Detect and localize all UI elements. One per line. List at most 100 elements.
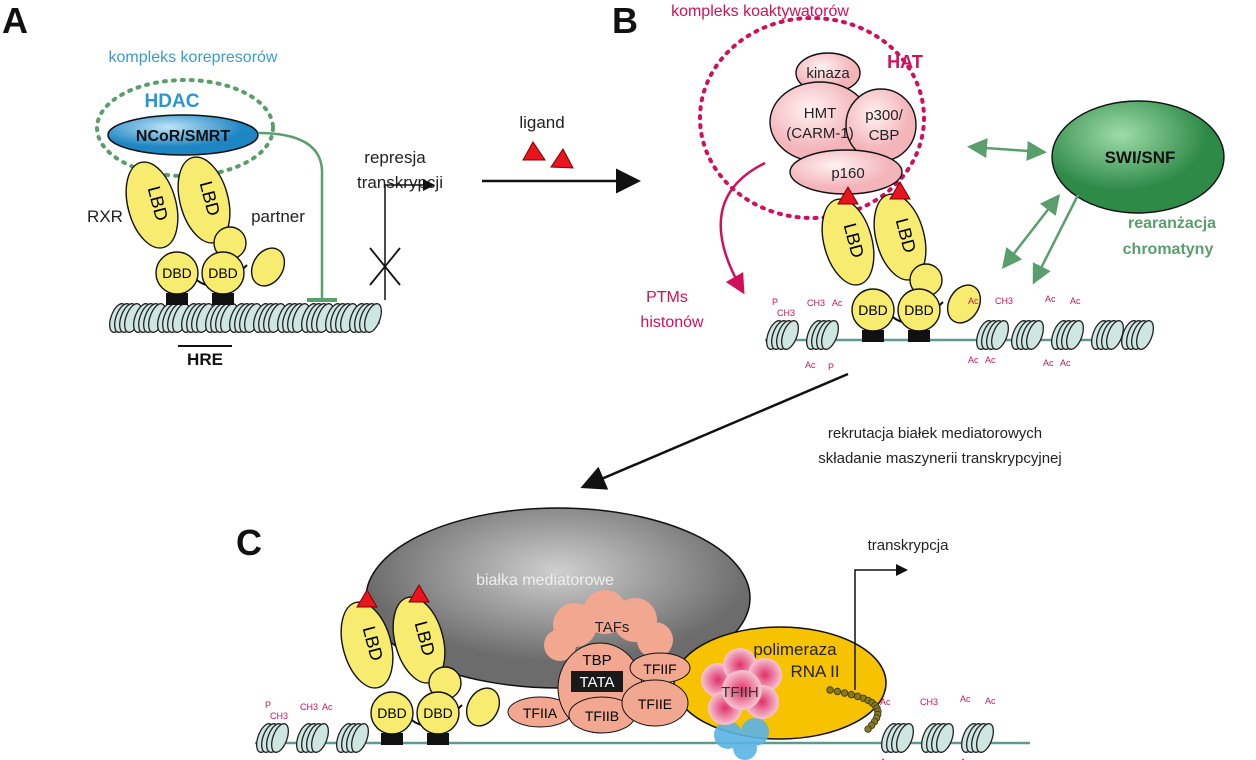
nucleosome	[109, 303, 142, 333]
histone-mark-ac: Ac	[832, 298, 843, 308]
nucleosome	[1051, 320, 1084, 350]
dbd-label: DBD	[423, 705, 453, 721]
hre-binding-site	[862, 330, 884, 342]
histone-mark-ac: Ac	[1060, 358, 1071, 368]
panel-c: C białka mediatorowe polimeraza RNA II T…	[236, 507, 996, 760]
ctd-bead	[847, 690, 856, 699]
nucleosome	[806, 320, 839, 350]
dbd-label: DBD	[858, 302, 888, 318]
dbd-label: DBD	[904, 302, 934, 318]
dbd-domain	[155, 251, 199, 295]
tfiih-label: TFIIH	[721, 684, 759, 701]
tfiih-complex	[701, 648, 782, 760]
tfiie-protein	[621, 679, 689, 727]
histone-mark-ch3: CH3	[777, 308, 795, 318]
histone-mark-ch3: CH3	[920, 697, 938, 707]
histone-mark-ac: Ac	[880, 757, 891, 760]
hre-binding-site	[381, 733, 403, 745]
dbd-label: DBD	[162, 265, 192, 281]
ctd-bead	[864, 725, 872, 733]
rxr-label: RXR	[87, 207, 123, 226]
blocked-x-icon	[369, 247, 401, 286]
partner-domain	[465, 687, 501, 727]
hdac-label: HDAC	[145, 91, 200, 112]
kinase-label: kinaza	[806, 65, 850, 82]
hmt-label-line2: (CARM-1)	[786, 125, 854, 142]
nucleosome	[976, 320, 1009, 350]
swi-snf-label: SWI/SNF	[1105, 148, 1176, 167]
recruitment-label-line2: składanie maszynerii transkrypcyjnej	[818, 450, 1061, 467]
histone-mark-ac: Ac	[805, 360, 816, 370]
polymerase-label-line1: polimeraza	[753, 640, 837, 659]
ligand-label: ligand	[519, 113, 564, 132]
lbd-domain	[340, 601, 394, 689]
remodeling-label-line2: chromatyny	[1123, 241, 1214, 258]
ligand-triangle-icon	[356, 589, 378, 608]
panel-letter-a: A	[2, 0, 28, 41]
hat-label: HAT	[887, 52, 923, 72]
tfiib-label: TFIIB	[585, 708, 619, 724]
tafs-label: TAFs	[595, 619, 630, 636]
panel-letter-c: C	[236, 522, 262, 563]
ctd-bead	[833, 687, 842, 696]
p160-label: p160	[831, 165, 864, 182]
tfiia-label: TFIIA	[523, 705, 558, 721]
nucleosome	[766, 320, 799, 350]
mediator-label: białka mediatorowe	[476, 572, 614, 589]
histone-mark-ch3: CH3	[995, 296, 1013, 306]
hre-binding-site	[427, 733, 449, 745]
hre-binding-site	[166, 293, 188, 305]
nucleosome	[336, 723, 369, 753]
hre-label: HRE	[187, 350, 223, 369]
nucleosome	[296, 723, 329, 753]
nucleosome	[961, 723, 994, 753]
histone-mark-ac: Ac	[880, 697, 891, 707]
nucleosome	[349, 303, 382, 333]
dbd-label: DBD	[208, 265, 238, 281]
histone-mark-ch3: CH3	[300, 702, 318, 712]
tata-label: TATA	[580, 674, 615, 691]
transcription-arrow	[854, 564, 908, 690]
ligand-transition: ligand	[482, 113, 641, 194]
tbp-label: TBP	[582, 652, 611, 669]
ptm-label-line2: histonów	[640, 314, 704, 331]
panel-a: A kompleks korepresorów HDAC NCoR/SMRT R…	[2, 0, 443, 369]
histone-mark-p: P	[772, 297, 778, 307]
histone-mark-ac: Ac	[1070, 296, 1081, 306]
partner-domain	[946, 284, 982, 324]
ctd-bead-chain	[826, 686, 882, 733]
p300-label-line2: CBP	[869, 127, 900, 144]
hre-binding-site	[908, 330, 930, 342]
panel-letter-b: B	[612, 0, 638, 41]
nucleosome	[1121, 320, 1154, 350]
swisnf-chromatin-double-arrow	[1001, 194, 1061, 269]
histone-mark-ac: Ac	[968, 296, 979, 306]
ctd-bead	[840, 689, 849, 697]
dbd-label: DBD	[377, 705, 407, 721]
histone-mark-ac: Ac	[1045, 294, 1056, 304]
coactivator-dotted-boundary	[698, 16, 926, 220]
nucleosome	[301, 303, 334, 333]
ncor-smrt-label: NCoR/SMRT	[136, 128, 230, 145]
repression-label-line1: represja	[364, 148, 426, 167]
histone-mark-ac: Ac	[960, 694, 971, 704]
nucleosome	[881, 723, 914, 753]
histone-mark-ch3: CH3	[270, 711, 288, 721]
tfiif-label: TFIIF	[643, 661, 676, 677]
tafs-cloud	[544, 590, 673, 661]
repression-inhibition-line	[257, 131, 324, 300]
nucleosome	[1091, 320, 1124, 350]
dbd-domain	[370, 691, 414, 735]
ligand-triangle-icon	[522, 141, 546, 161]
lbd-domain	[821, 198, 875, 286]
coactivator-complex-label: kompleks koaktywatorów	[671, 3, 849, 20]
dbd-domain	[201, 251, 245, 295]
blocked-promoter-arrow	[384, 179, 435, 300]
partner-label: partner	[251, 207, 305, 226]
ptm-arrow	[719, 161, 766, 295]
